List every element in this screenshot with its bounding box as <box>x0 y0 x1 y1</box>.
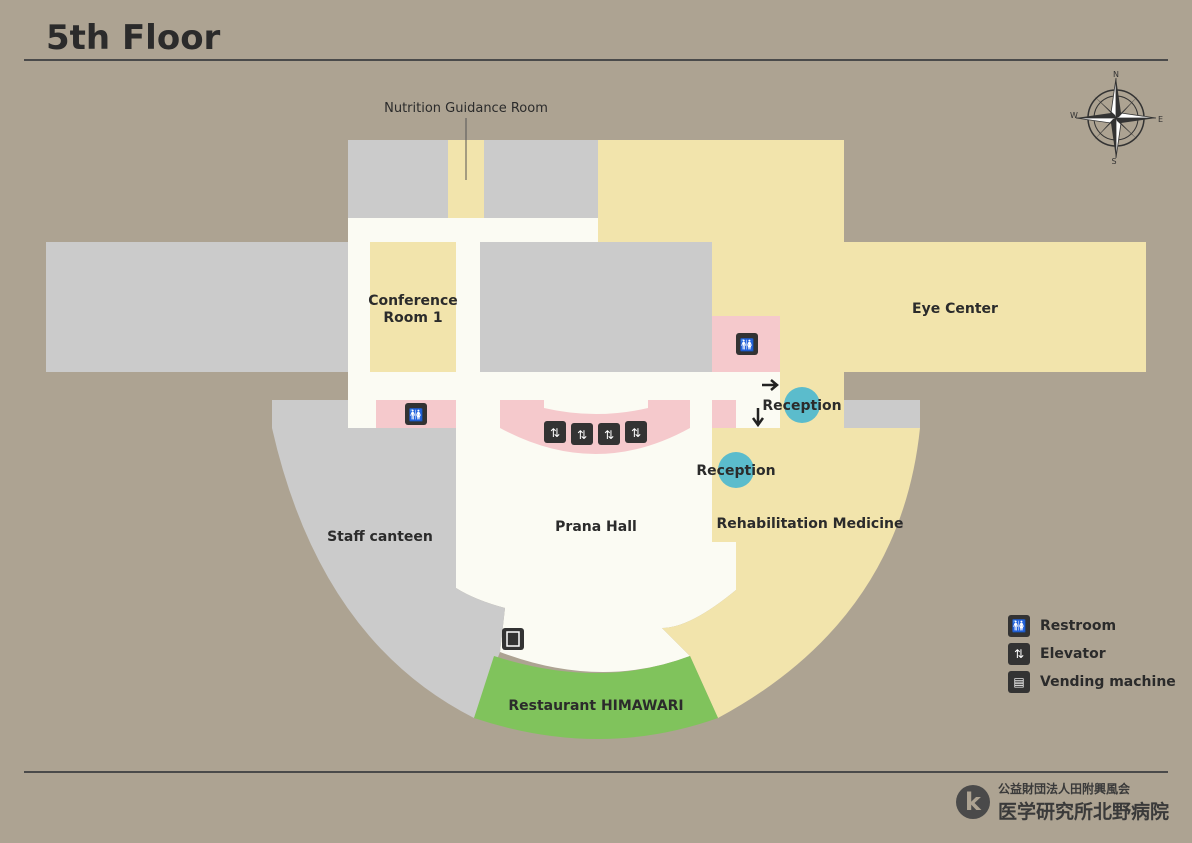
east-strip <box>844 400 920 428</box>
west-strip <box>272 400 348 428</box>
eye-center-label: Eye Center <box>912 301 998 317</box>
room-top-right <box>484 140 598 218</box>
compass-n: N <box>1113 70 1119 79</box>
legend-item-vending: ▤ Vending machine <box>1008 668 1176 696</box>
staff-canteen[interactable] <box>272 428 505 718</box>
svg-text:⇅: ⇅ <box>550 426 560 440</box>
reception-rehab-label: Reception <box>696 463 775 479</box>
elevator-icon: ⇅ <box>598 423 620 445</box>
conference-room-1[interactable] <box>370 242 456 372</box>
west-wing <box>46 242 348 372</box>
hospital-logo: k 公益財団法人田附興風会 医学研究所北野病院 <box>956 780 1169 824</box>
rehabilitation-label: Rehabilitation Medicine <box>716 516 903 532</box>
top-divider <box>24 59 1168 61</box>
compass-rose-icon: N E S W <box>1070 70 1163 166</box>
central-block <box>480 242 712 372</box>
arrow-down-icon <box>751 408 765 428</box>
conference-label-line2: Room 1 <box>383 310 442 326</box>
vending-machine-icon: ▤ <box>1008 671 1030 693</box>
compass-e: E <box>1158 115 1163 124</box>
compass-s: S <box>1111 157 1116 166</box>
reception-rehab[interactable] <box>718 452 754 488</box>
restroom-icon: 🚻 <box>736 333 758 355</box>
rehabilitation-medicine[interactable] <box>662 428 920 718</box>
staff-canteen-label: Staff canteen <box>327 529 433 545</box>
restroom-icon: 🚻 <box>1008 615 1030 637</box>
elevator-icon: ⇅ <box>1008 643 1030 665</box>
logo-mark-icon: k <box>956 785 990 819</box>
conference-label-line1: Conference <box>368 293 458 309</box>
svg-text:⇅: ⇅ <box>577 428 587 442</box>
elevator-icon: ⇅ <box>625 421 647 443</box>
compass-w: W <box>1070 111 1078 120</box>
elevator-icon: ⇅ <box>544 421 566 443</box>
pink-strip-east <box>712 400 736 428</box>
arrow-right-icon <box>762 379 779 391</box>
reception-east[interactable] <box>784 387 820 423</box>
eye-center[interactable] <box>598 140 1146 428</box>
logo-org: 公益財団法人田附興風会 <box>998 782 1131 796</box>
prana-hall[interactable] <box>456 428 736 673</box>
legend-label-vending: Vending machine <box>1040 674 1176 690</box>
svg-text:🚻: 🚻 <box>409 408 424 422</box>
legend: 🚻 Restroom ⇅ Elevator ▤ Vending machine <box>1008 612 1176 696</box>
vending-machine-icon <box>502 628 524 650</box>
svg-text:⇅: ⇅ <box>631 426 641 440</box>
bottom-divider <box>24 771 1168 773</box>
reception-east-label: Reception <box>762 398 841 414</box>
restaurant-himawari[interactable] <box>474 656 718 739</box>
legend-item-elevator: ⇅ Elevator <box>1008 640 1176 668</box>
elevator-icon: ⇅ <box>571 423 593 445</box>
svg-text:⇅: ⇅ <box>604 428 614 442</box>
logo-name: 医学研究所北野病院 <box>998 801 1170 823</box>
room-top-left <box>348 140 448 218</box>
svg-text:🚻: 🚻 <box>740 338 755 352</box>
prana-hall-label: Prana Hall <box>555 519 637 535</box>
legend-label-elevator: Elevator <box>1040 646 1106 662</box>
nutrition-label: Nutrition Guidance Room <box>384 101 548 116</box>
legend-item-restroom: 🚻 Restroom <box>1008 612 1176 640</box>
legend-label-restroom: Restroom <box>1040 618 1117 634</box>
floor-title: 5th Floor <box>46 18 221 58</box>
restaurant-label: Restaurant HIMAWARI <box>508 698 683 714</box>
restroom-icon: 🚻 <box>405 403 427 425</box>
